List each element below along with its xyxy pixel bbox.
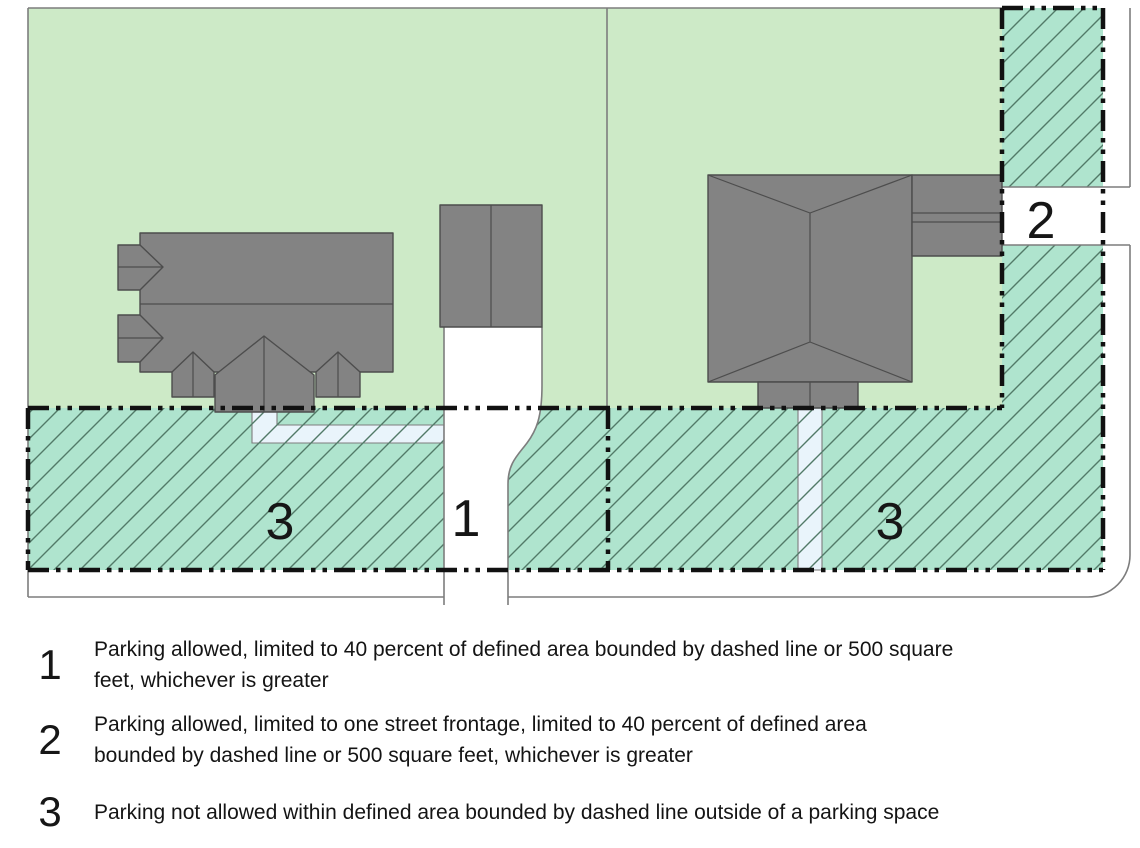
legend: 1 Parking allowed, limited to 40 percent…	[0, 634, 1140, 833]
driveway-2-edges	[1002, 186, 1130, 246]
area-label-driveway-right: 2	[1027, 192, 1056, 250]
legend-line: Parking allowed, limited to 40 percent o…	[94, 638, 954, 661]
legend-text-1: Parking allowed, limited to 40 percent o…	[94, 634, 953, 696]
legend-item-3: 3 Parking not allowed within defined are…	[32, 791, 1140, 833]
legend-text-2: Parking allowed, limited to one street f…	[94, 709, 867, 771]
legend-item-1: 1 Parking allowed, limited to 40 percent…	[32, 634, 1140, 696]
driveway-2	[1002, 187, 1103, 245]
area-label-driveway-left: 1	[452, 490, 481, 548]
legend-number-1: 1	[38, 641, 62, 688]
area-label-restricted-left: 3	[266, 493, 295, 551]
site-plan-diagram: 3 1 3 2	[25, 5, 1131, 605]
driveway-1-right-edge	[507, 327, 543, 605]
restricted-band-hatch	[28, 408, 1103, 570]
legend-line: Parking allowed, limited to one street f…	[94, 713, 867, 736]
porch-right	[757, 381, 859, 409]
defined-area-boundary	[25, 5, 1106, 573]
legend-text-3: Parking not allowed within defined area …	[94, 797, 939, 828]
house-left	[117, 232, 394, 413]
legend-number-3: 3	[38, 788, 62, 835]
legend-line: Parking not allowed within defined area …	[94, 800, 940, 824]
legend-number-2: 2	[38, 716, 62, 763]
site-plan-svg: 3 1 3 2	[25, 5, 1131, 605]
driveway-1	[444, 327, 542, 605]
street-line-bottom-right	[508, 245, 1131, 598]
area-label-restricted-right: 3	[876, 493, 905, 551]
legend-item-2: 2 Parking allowed, limited to one street…	[32, 709, 1140, 771]
house-right	[707, 174, 1003, 409]
garage-left	[439, 204, 543, 328]
legend-line: bounded by dashed line or 500 square fee…	[94, 744, 693, 767]
legend-line: feet, whichever is greater	[94, 669, 329, 692]
garage-right	[911, 174, 1003, 257]
